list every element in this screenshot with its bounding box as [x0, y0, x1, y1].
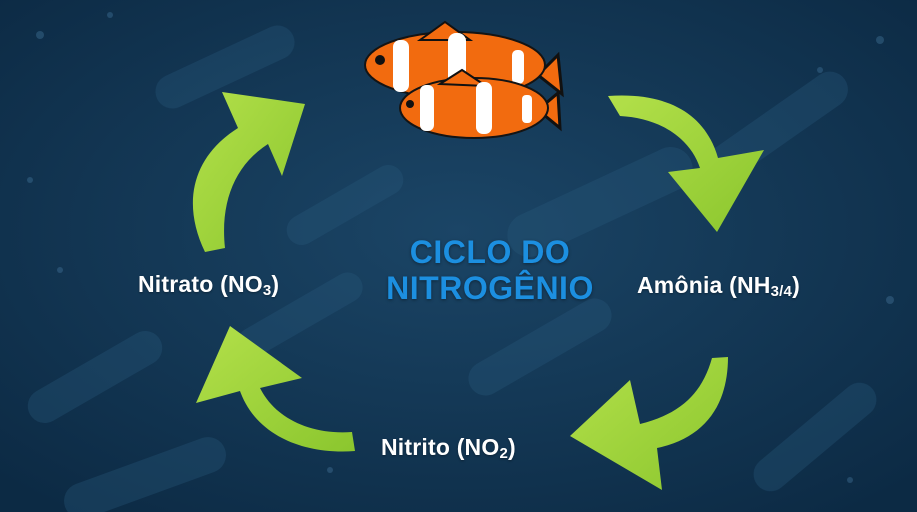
- node-amonia-text: Amônia (NH: [637, 272, 771, 298]
- cycle-arrow-icon: [608, 95, 764, 232]
- title-line-2: NITROGÊNIO: [386, 270, 594, 306]
- node-nitrito: Nitrito (NO2): [381, 434, 516, 462]
- bacteria-icon: [507, 147, 693, 257]
- bacteria-icon: [468, 298, 612, 396]
- node-amonia: Amônia (NH3/4): [637, 272, 800, 300]
- node-amonia-close: ): [792, 272, 800, 298]
- node-nitrito-subscript: 2: [499, 445, 509, 462]
- node-nitrato-subscript: 3: [262, 282, 272, 299]
- bacteria-icon: [237, 272, 363, 358]
- node-amonia-subscript: 3/4: [770, 283, 793, 300]
- cycle-arrow-icon: [192, 92, 305, 252]
- node-nitrato: Nitrato (NO3): [138, 271, 279, 299]
- bacteria-background: [27, 25, 877, 512]
- diagram-title: CICLO DO NITROGÊNIO: [380, 234, 600, 306]
- node-nitrato-close: ): [271, 271, 280, 297]
- node-nitrato-text: Nitrato (NO: [138, 271, 263, 297]
- node-nitrito-text: Nitrito (NO: [381, 434, 500, 460]
- cycle-arrow-icon: [196, 326, 355, 452]
- bacteria-icon: [155, 25, 295, 109]
- clownfish-icon: [364, 20, 564, 139]
- bacteria-icon: [753, 382, 877, 492]
- cycle-arrow-icon: [570, 357, 728, 490]
- title-line-1: CICLO DO: [409, 234, 571, 270]
- node-nitrito-close: ): [508, 434, 516, 460]
- bacteria-icon: [64, 437, 226, 512]
- bacteria-icon: [27, 331, 163, 423]
- bubble-dots: [27, 12, 894, 483]
- bacteria-icon: [286, 165, 404, 245]
